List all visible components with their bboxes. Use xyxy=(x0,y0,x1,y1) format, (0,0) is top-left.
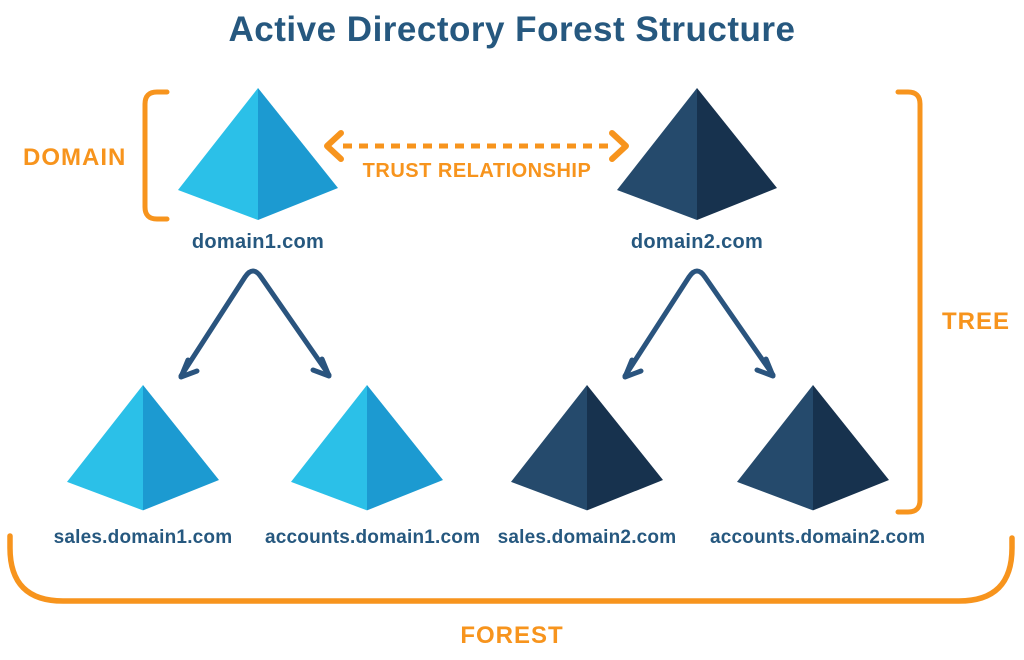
sales-domain1-pyramid-icon xyxy=(67,385,219,511)
forest-bracket xyxy=(7,533,1015,604)
accounts-domain2-pyramid-right-face xyxy=(813,385,889,511)
domain1-pyramid-icon xyxy=(178,88,338,220)
domain-bracket xyxy=(142,89,170,222)
tree-bracket xyxy=(895,89,923,515)
accounts-domain2-pyramid-left-face xyxy=(737,385,813,511)
accounts-domain2-pyramid-icon xyxy=(737,385,889,511)
accounts-domain1-pyramid-left-face xyxy=(291,385,367,511)
trust-arrow xyxy=(324,130,629,162)
sales-domain1-label: sales.domain1.com xyxy=(53,527,233,548)
domain1-pyramid-left-face xyxy=(178,88,258,220)
tree1-branch-arrows xyxy=(178,268,332,380)
tree2-branch-arrows xyxy=(622,268,776,380)
trust-arrow-left-chevron-icon xyxy=(324,130,344,162)
tree-annotation-label: TREE xyxy=(941,308,1010,335)
sales-domain2-pyramid-left-face xyxy=(511,385,587,511)
tree1-left-arrowhead-icon xyxy=(178,357,200,380)
sales-domain1-pyramid-left-face xyxy=(67,385,143,511)
trust-arrow-right-chevron-icon xyxy=(609,130,629,162)
domain1-pyramid-right-face xyxy=(258,88,338,220)
sales-domain2-pyramid-right-face xyxy=(587,385,663,511)
domain2-pyramid-right-face xyxy=(697,88,777,220)
tree1-branch-path xyxy=(178,268,332,379)
domain2-pyramid-icon xyxy=(617,88,777,220)
accounts-domain1-label: accounts.domain1.com xyxy=(265,527,481,548)
page-title: Active Directory Forest Structure xyxy=(228,10,796,49)
forest-annotation-label: FOREST xyxy=(460,622,564,649)
domain2-label: domain2.com xyxy=(630,231,764,253)
tree1-right-arrowhead-icon xyxy=(310,356,332,379)
domain1-label: domain1.com xyxy=(191,231,325,253)
sales-domain1-pyramid-right-face xyxy=(143,385,219,511)
domain-annotation-label: DOMAIN xyxy=(23,144,127,171)
sales-domain2-pyramid-icon xyxy=(511,385,663,511)
tree2-left-arrowhead-icon xyxy=(622,357,644,380)
tree2-right-arrowhead-icon xyxy=(754,356,776,379)
trust-relationship-label: TRUST RELATIONSHIP xyxy=(362,160,592,182)
accounts-domain1-pyramid-right-face xyxy=(367,385,443,511)
sales-domain2-label: sales.domain2.com xyxy=(497,527,677,548)
tree2-branch-path xyxy=(622,268,776,379)
domain2-pyramid-left-face xyxy=(617,88,697,220)
accounts-domain1-pyramid-icon xyxy=(291,385,443,511)
accounts-domain2-label: accounts.domain2.com xyxy=(710,527,926,548)
